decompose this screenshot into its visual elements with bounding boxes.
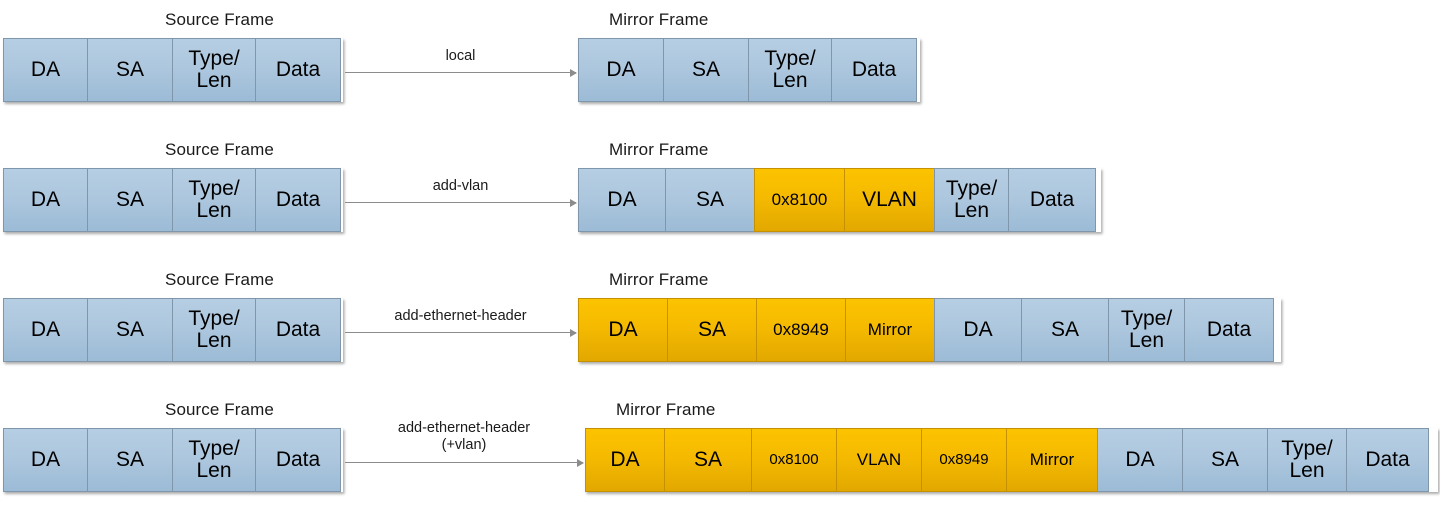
source-frame-title: Source Frame xyxy=(165,140,274,159)
frame-cell: Data xyxy=(1346,428,1429,492)
frame-cell: DA xyxy=(585,428,665,492)
frame-cell: SA xyxy=(1021,298,1109,362)
mirror-frame-title: Mirror Frame xyxy=(616,400,716,419)
source-frame: DA SA Type/ Len Data xyxy=(3,298,343,362)
frame-cell: DA xyxy=(3,38,88,102)
mirror-frame-title: Mirror Frame xyxy=(609,140,709,159)
frame-cell: SA xyxy=(87,298,173,362)
frame-cell: Type/ Len xyxy=(172,168,256,232)
frame-cell: Data xyxy=(255,298,341,362)
arrow-shaft xyxy=(345,72,576,73)
frame-cell: DA xyxy=(3,298,88,362)
frame-cell: DA xyxy=(3,168,88,232)
frame-cell: Data xyxy=(831,38,917,102)
frame-cell: DA xyxy=(578,298,668,362)
mirror-frame-title: Mirror Frame xyxy=(609,10,709,29)
frame-cell: Type/ Len xyxy=(748,38,832,102)
arrow-head-icon xyxy=(577,458,584,467)
frame-cell: Mirror xyxy=(845,298,935,362)
frame-cell: SA xyxy=(87,38,173,102)
frame-cell: 0x8949 xyxy=(921,428,1007,492)
arrow-label: add-ethernet-header xyxy=(394,308,527,324)
arrow-head-icon xyxy=(570,198,577,207)
arrow-label: add-vlan xyxy=(432,178,489,194)
transform-arrow xyxy=(345,68,577,77)
arrow-shaft xyxy=(345,202,576,203)
mirror-frame: DA SA Type/ Len Data xyxy=(578,38,920,102)
source-frame-title: Source Frame xyxy=(165,10,274,29)
frame-cell: DA xyxy=(934,298,1022,362)
frame-cell: Data xyxy=(255,168,341,232)
frame-cell: SA xyxy=(667,298,757,362)
arrow-shaft xyxy=(345,332,576,333)
frame-cell: DA xyxy=(578,168,666,232)
frame-cell: DA xyxy=(1097,428,1183,492)
frame-cell: SA xyxy=(663,38,749,102)
frame-cell: Data xyxy=(1184,298,1274,362)
frame-cell: Type/ Len xyxy=(172,38,256,102)
transform-arrow xyxy=(345,198,577,207)
frame-cell: DA xyxy=(578,38,664,102)
mirror-frame-title: Mirror Frame xyxy=(609,270,709,289)
frame-cell: 0x8100 xyxy=(754,168,845,232)
frame-cell: 0x8949 xyxy=(756,298,846,362)
mirror-frame: DA SA 0x8949 Mirror DA SA Type/ Len Data xyxy=(578,298,1281,362)
source-frame-title: Source Frame xyxy=(165,270,274,289)
frame-cell: 0x8100 xyxy=(751,428,837,492)
transform-arrow xyxy=(345,328,577,337)
frame-cell: SA xyxy=(87,428,173,492)
frame-cell: SA xyxy=(664,428,752,492)
arrow-head-icon xyxy=(570,68,577,77)
frame-cell: DA xyxy=(3,428,88,492)
source-frame: DA SA Type/ Len Data xyxy=(3,38,343,102)
frame-cell: SA xyxy=(665,168,755,232)
source-frame: DA SA Type/ Len Data xyxy=(3,168,343,232)
arrow-shaft xyxy=(345,462,583,463)
frame-cell: Type/ Len xyxy=(172,298,256,362)
frame-cell: SA xyxy=(1182,428,1268,492)
frame-cell: Type/ Len xyxy=(1267,428,1347,492)
mirror-frame: DA SA 0x8100 VLAN Type/ Len Data xyxy=(578,168,1101,232)
arrow-label: local xyxy=(445,48,476,64)
mirror-frame: DA SA 0x8100 VLAN 0x8949 Mirror DA SA Ty… xyxy=(585,428,1438,492)
frame-cell: Data xyxy=(1008,168,1096,232)
frame-cell: Type/ Len xyxy=(1108,298,1185,362)
frame-cell: VLAN xyxy=(844,168,935,232)
source-frame-title: Source Frame xyxy=(165,400,274,419)
frame-cell: Type/ Len xyxy=(934,168,1009,232)
arrow-head-icon xyxy=(570,328,577,337)
frame-cell: Data xyxy=(255,38,341,102)
frame-cell: SA xyxy=(87,168,173,232)
frame-cell: VLAN xyxy=(836,428,922,492)
frame-cell: Data xyxy=(255,428,341,492)
frame-cell: Type/ Len xyxy=(172,428,256,492)
source-frame: DA SA Type/ Len Data xyxy=(3,428,343,492)
frame-cell: Mirror xyxy=(1006,428,1098,492)
transform-arrow xyxy=(345,458,584,467)
arrow-label: add-ethernet-header (+vlan) xyxy=(397,420,531,453)
